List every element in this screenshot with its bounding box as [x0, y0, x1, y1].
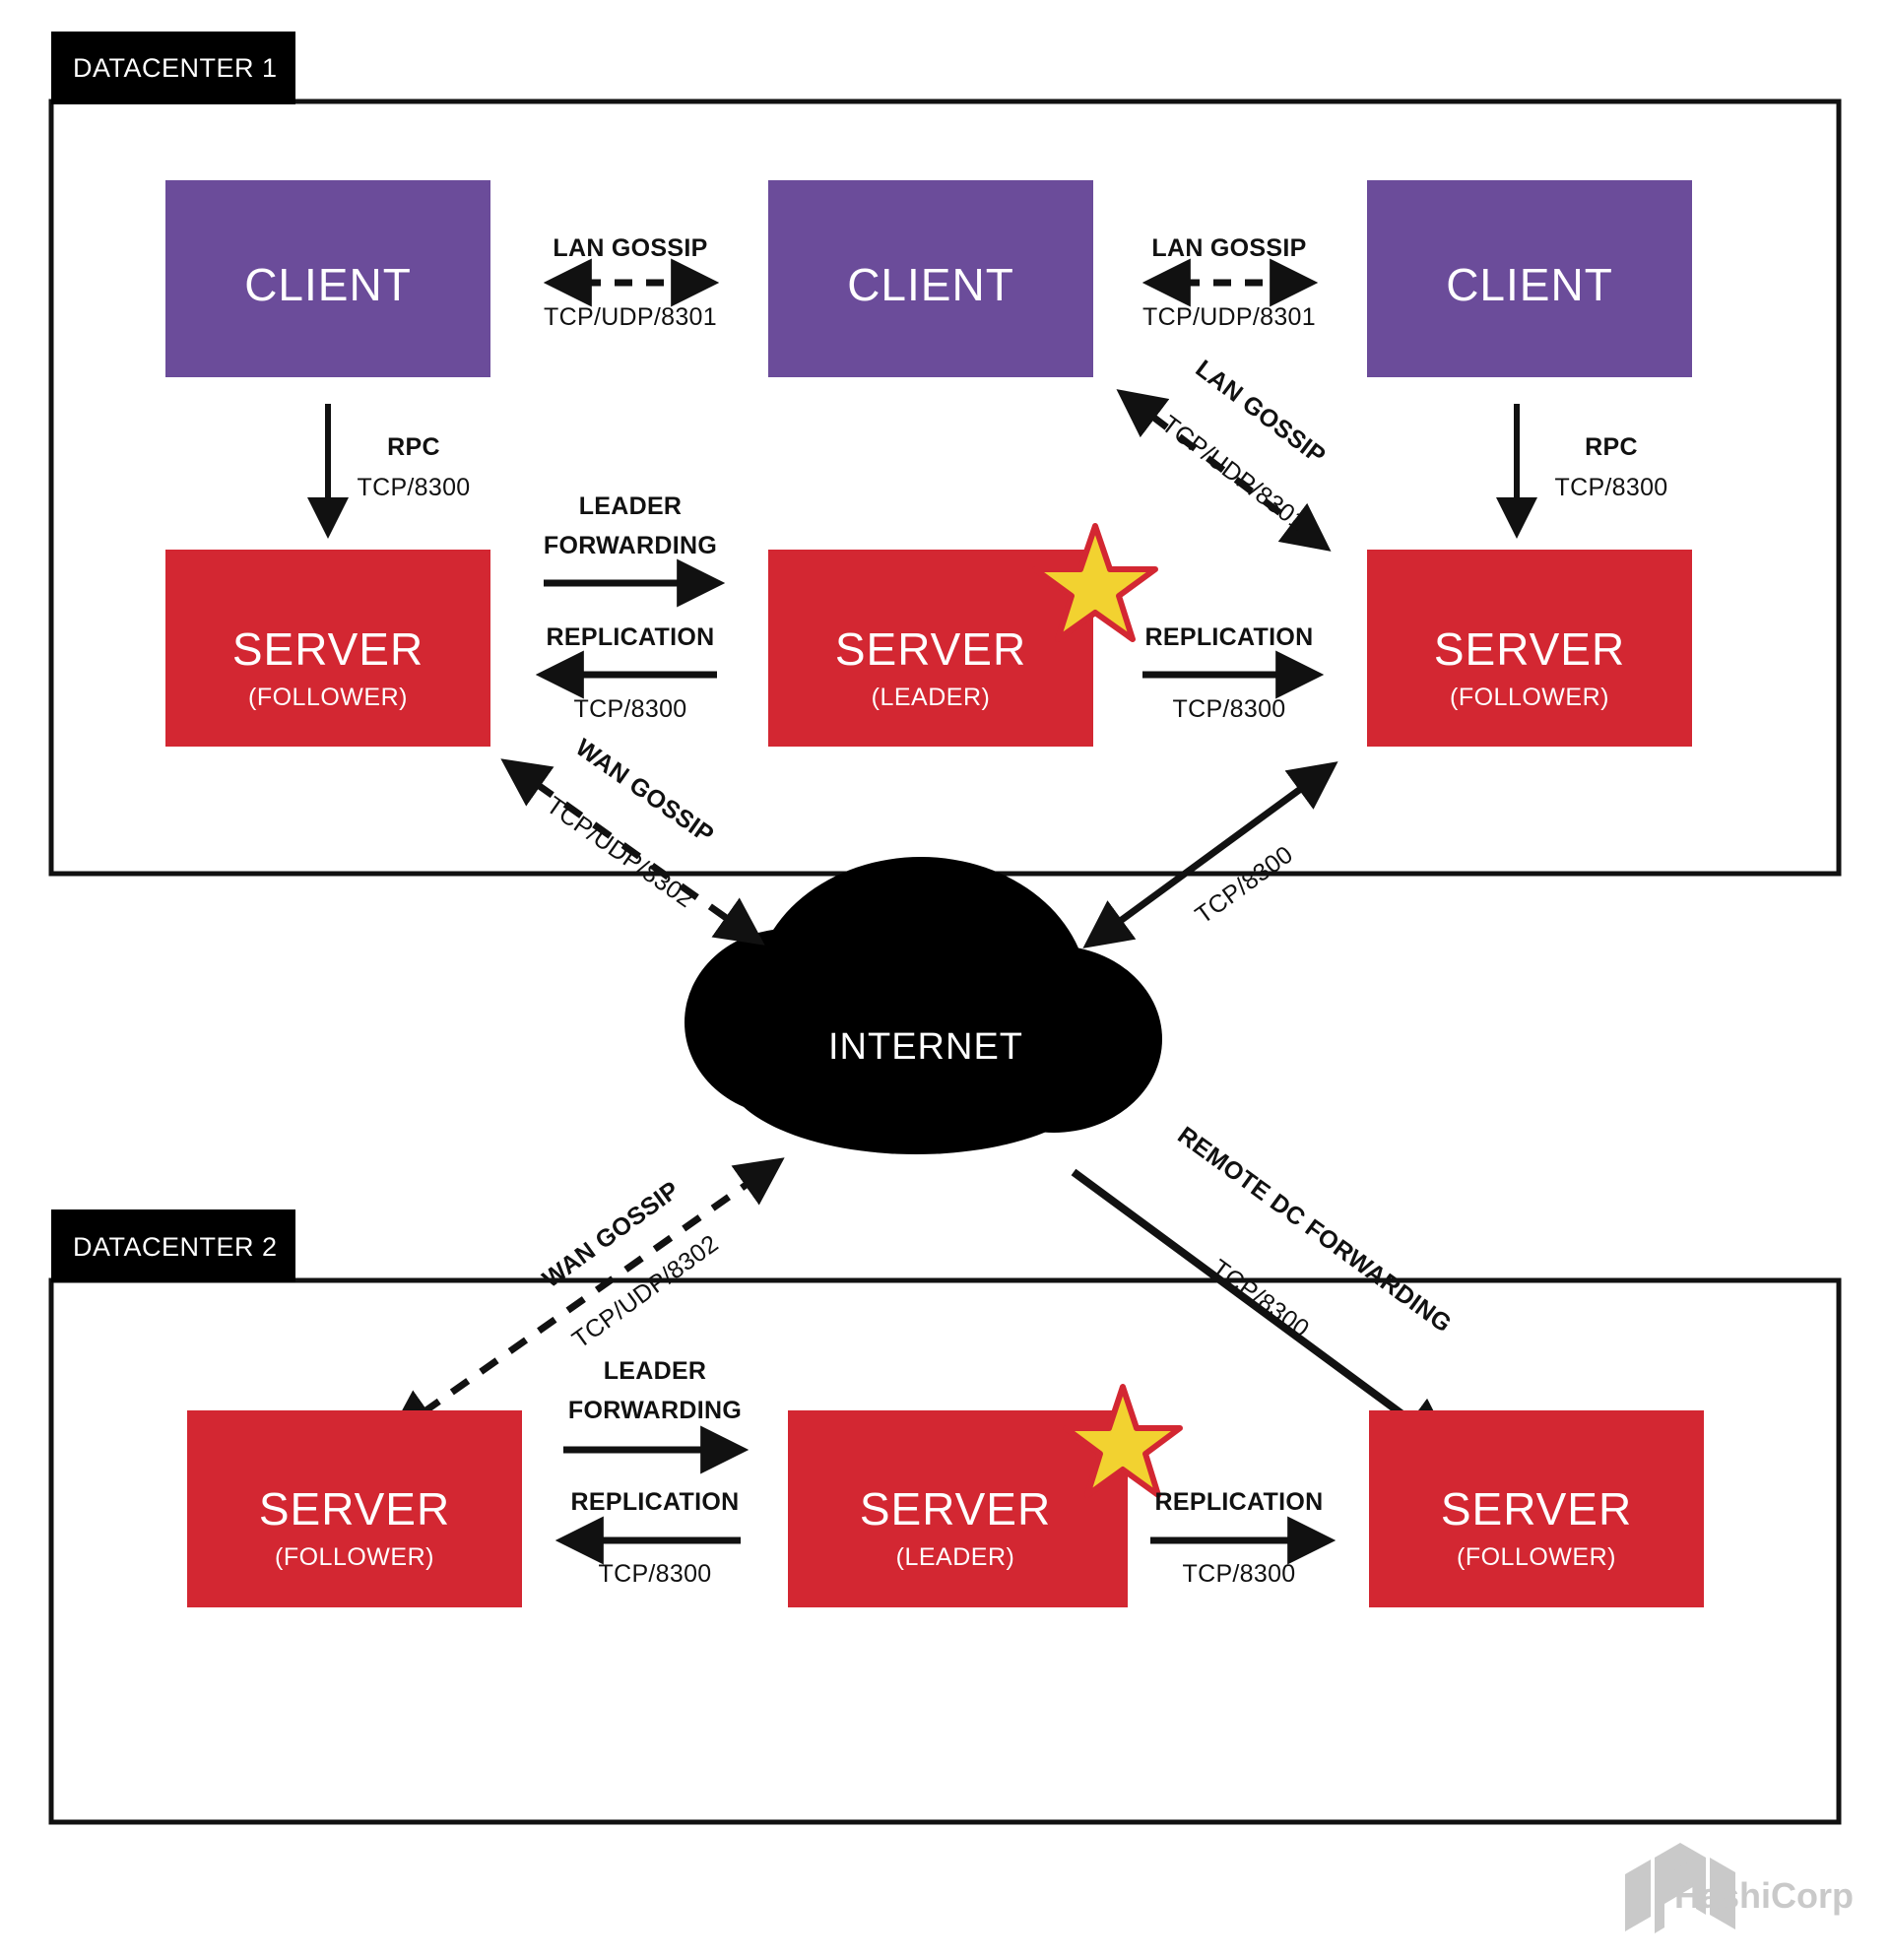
server-title: SERVER — [232, 623, 424, 675]
dc1-leader-forwarding: LEADER FORWARDING — [544, 492, 726, 608]
server-box[interactable] — [768, 550, 1093, 747]
dc1-server-left[interactable]: SERVER (FOLLOWER) — [165, 550, 490, 747]
edge-port: TCP/UDP/8301 — [1142, 303, 1316, 331]
server-box[interactable] — [165, 550, 490, 747]
edge-line — [1116, 389, 1332, 552]
edge-title-line1: LEADER — [579, 492, 683, 520]
server-title: SERVER — [1441, 1483, 1632, 1535]
server-title: SERVER — [835, 623, 1026, 675]
dc2-server-left[interactable]: SERVER (FOLLOWER) — [187, 1410, 522, 1607]
dc2-replication-left: REPLICATION TCP/8300 — [554, 1488, 741, 1588]
datacenter-2-group: DATACENTER 2 — [48, 1209, 1842, 1825]
server-role: (FOLLOWER) — [1457, 1543, 1616, 1571]
edge-title: REPLICATION — [571, 1488, 740, 1516]
dc1-lan-gossip-c2-c3: LAN GOSSIP TCP/UDP/8301 — [1141, 234, 1319, 331]
dc1-rpc-right: RPC TCP/8300 — [1496, 404, 1668, 539]
edge-title: REPLICATION — [1155, 1488, 1324, 1516]
client-title: CLIENT — [244, 259, 412, 310]
dc1-server-center[interactable]: SERVER (LEADER) — [768, 523, 1158, 747]
edge-title: REPLICATION — [547, 623, 715, 651]
client-title: CLIENT — [847, 259, 1014, 310]
dc2-leader-forwarding: LEADER FORWARDING — [563, 1357, 750, 1474]
edge-line — [387, 1157, 785, 1438]
datacenter-1-tab — [51, 32, 295, 104]
dc1-client-1[interactable]: CLIENT — [165, 180, 490, 377]
edge-title: REPLICATION — [1145, 623, 1314, 651]
hashicorp-wordmark: HashiCorp — [1674, 1875, 1854, 1916]
datacenter-2-label: DATACENTER 2 — [73, 1232, 278, 1262]
edge-title-line2: FORWARDING — [544, 532, 717, 559]
edge-title: LAN GOSSIP — [553, 234, 707, 262]
internet-cloud: INTERNET — [685, 857, 1162, 1154]
datacenter-2-tab — [51, 1209, 295, 1282]
edge-port: TCP/8300 — [1173, 695, 1286, 723]
client-box[interactable] — [1367, 180, 1692, 377]
dc1-rpc-left: RPC TCP/8300 — [307, 404, 471, 539]
server-box[interactable] — [788, 1410, 1128, 1607]
dc1-replication-left: REPLICATION TCP/8300 — [535, 623, 717, 723]
dc2-server-center[interactable]: SERVER (LEADER) — [788, 1384, 1183, 1607]
server-role: (FOLLOWER) — [248, 684, 408, 711]
internet-label: INTERNET — [828, 1026, 1023, 1068]
client-box[interactable] — [768, 180, 1093, 377]
edge-port: TCP/8300 — [599, 1560, 712, 1588]
dc2-replication-right: REPLICATION TCP/8300 — [1150, 1488, 1337, 1588]
edge-port: TCP/8300 — [358, 474, 471, 501]
dc2-server-right[interactable]: SERVER (FOLLOWER) — [1369, 1410, 1704, 1607]
server-title: SERVER — [259, 1483, 450, 1535]
server-role: (FOLLOWER) — [1450, 684, 1609, 711]
dc1-client-3[interactable]: CLIENT — [1367, 180, 1692, 377]
client-title: CLIENT — [1446, 259, 1613, 310]
server-box[interactable] — [1367, 550, 1692, 747]
server-role: (LEADER) — [872, 684, 991, 711]
edge-title-line1: LEADER — [604, 1357, 707, 1385]
edge-title-line2: FORWARDING — [568, 1397, 742, 1424]
edge-line — [1082, 761, 1338, 948]
hashicorp-brand: HashiCorp — [1625, 1843, 1854, 1933]
hashicorp-logo-icon — [1625, 1843, 1735, 1933]
dc1-lan-gossip-c1-c2: LAN GOSSIP TCP/UDP/8301 — [543, 234, 720, 331]
server-role: (LEADER) — [896, 1543, 1015, 1571]
server-role: (FOLLOWER) — [275, 1543, 434, 1571]
edge-title: LAN GOSSIP — [1151, 234, 1306, 262]
server-title: SERVER — [1434, 623, 1625, 675]
edge-title: RPC — [1585, 433, 1638, 461]
server-box[interactable] — [1369, 1410, 1704, 1607]
edge-port: TCP/8300 — [574, 695, 687, 723]
edge-port: TCP/8300 — [1183, 1560, 1296, 1588]
datacenter-1-label: DATACENTER 1 — [73, 53, 278, 83]
edge-line — [1071, 1168, 1456, 1454]
datacenter-2-frame — [48, 1277, 1842, 1825]
dc1-replication-right: REPLICATION TCP/8300 — [1142, 623, 1325, 723]
edge-port: TCP/UDP/8301 — [544, 303, 717, 331]
dc1-server-right[interactable]: SERVER (FOLLOWER) — [1367, 550, 1692, 747]
leader-star-icon — [1032, 523, 1158, 642]
client-box[interactable] — [165, 180, 490, 377]
edge-line — [500, 758, 765, 946]
leader-star-icon — [1063, 1384, 1183, 1498]
dc1-client-2[interactable]: CLIENT — [768, 180, 1093, 377]
server-box[interactable] — [187, 1410, 522, 1607]
server-title: SERVER — [860, 1483, 1051, 1535]
edge-port: TCP/8300 — [1555, 474, 1668, 501]
edge-title: RPC — [387, 433, 440, 461]
